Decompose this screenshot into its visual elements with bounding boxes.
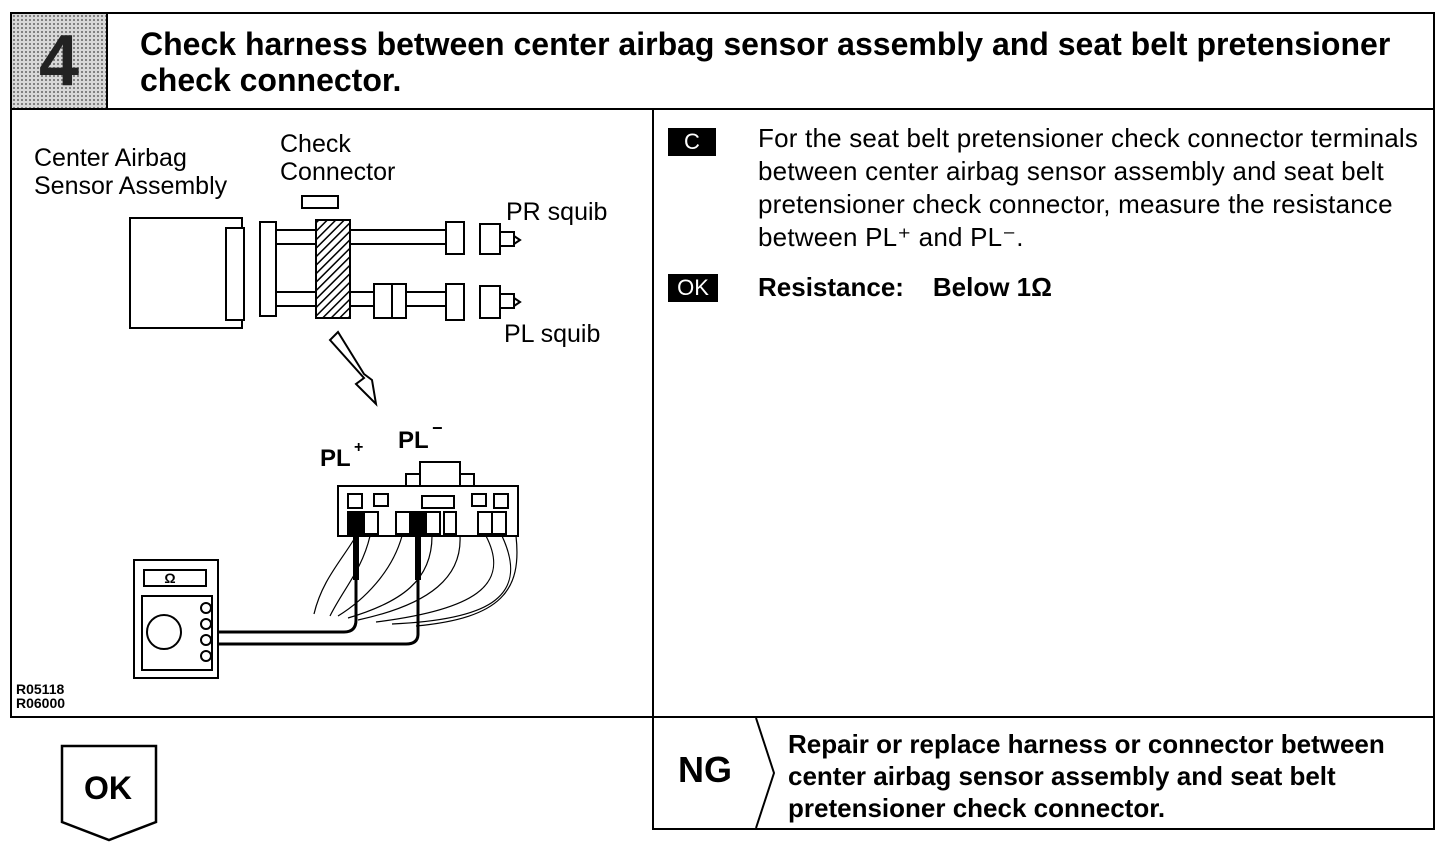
pl-squib-label: PL squib — [504, 320, 600, 348]
sensor-assembly-shape — [129, 217, 245, 329]
figure-code-2: R06000 — [16, 695, 65, 711]
wiring-illustration: Center Airbag Sensor Assembly Check Conn… — [12, 110, 654, 716]
pr-squib-label: PR squib — [506, 198, 607, 226]
zoom-arrow-shape — [328, 330, 378, 407]
pl-plus-label: PL + — [320, 439, 363, 472]
step-number-box: 4 — [12, 14, 108, 108]
spec-label: Resistance: — [758, 272, 904, 302]
svg-text:+: + — [354, 439, 363, 456]
svg-text:−: − — [432, 418, 443, 438]
check-label-line1: Check — [280, 130, 351, 158]
step-number: 4 — [38, 21, 80, 101]
ok-result-label: OK — [84, 770, 132, 806]
ng-result-label: NG — [678, 749, 732, 790]
ohmmeter-shape — [133, 559, 219, 679]
procedure-frame: 4 Check harness between center airbag se… — [10, 12, 1435, 718]
harness-shape — [259, 219, 522, 321]
connector-wires — [313, 535, 518, 627]
ok-spec-badge: OK — [668, 274, 718, 302]
instruction-text: For the seat belt pretensioner check con… — [758, 123, 1419, 252]
svg-text:PL: PL — [398, 427, 429, 454]
check-connector-detail — [337, 461, 519, 537]
instruction-panel: C For the seat belt pretensioner check c… — [654, 110, 1433, 716]
spec-value: Below 1Ω — [932, 272, 1052, 302]
figure-code-1: R05118 — [16, 681, 64, 697]
test-leads — [218, 536, 421, 646]
diagram-svg: Center Airbag Sensor Assembly Check Conn… — [16, 130, 607, 711]
check-connector-indicator — [301, 195, 339, 209]
ng-chevron — [755, 718, 776, 828]
ng-action-text: Repair or replace harness or connector b… — [788, 729, 1385, 823]
step-header: 4 Check harness between center airbag se… — [12, 14, 1433, 110]
check-label-line2: Connector — [280, 158, 395, 186]
sensor-label-line2: Sensor Assembly — [34, 172, 228, 200]
resistance-spec: Resistance: Below 1Ω — [758, 270, 1052, 304]
svg-text:PL: PL — [320, 445, 351, 472]
ohm-symbol: Ω — [164, 570, 175, 586]
step-title: Check harness between center airbag sens… — [140, 26, 1391, 98]
ng-result-box: NG Repair or replace harness or connecto… — [652, 718, 1435, 830]
ok-result-arrow — [60, 744, 158, 842]
condition-badge: C — [668, 128, 716, 156]
sensor-label-line1: Center Airbag — [34, 144, 187, 172]
pl-minus-label: PL − — [398, 418, 443, 454]
